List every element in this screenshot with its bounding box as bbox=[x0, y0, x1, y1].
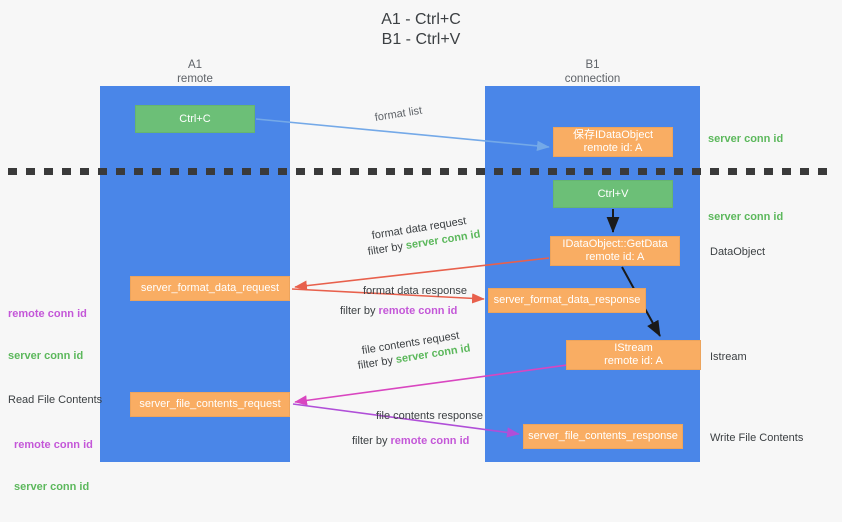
label-left-conn-ids-lower: remote conn id server conn id bbox=[14, 410, 93, 522]
label-format-list: format list bbox=[373, 104, 423, 124]
node-server-file-contents-request[interactable]: server_file_contents_request bbox=[130, 392, 290, 417]
label-dataobject: DataObject bbox=[710, 246, 766, 258]
label-istream: Istream bbox=[710, 351, 747, 363]
filter-by-text: filter by bbox=[352, 435, 391, 447]
node-server-format-data-request[interactable]: server_format_data_request bbox=[130, 276, 290, 301]
page-title: A1 - Ctrl+C B1 - Ctrl+V bbox=[381, 11, 461, 48]
node-istream[interactable]: IStream remote id: A bbox=[566, 340, 701, 370]
node-save-idataobject[interactable]: 保存IDataObject remote id: A bbox=[553, 127, 673, 157]
server-conn-id-text: server conn id bbox=[8, 350, 84, 362]
node-idataobject-getdata[interactable]: IDataObject::GetData remote id: A bbox=[550, 236, 680, 266]
remote-conn-id-text: remote conn id bbox=[390, 435, 470, 447]
label-left-conn-ids-upper: remote conn id server conn id bbox=[8, 279, 87, 391]
remote-conn-id-text: remote conn id bbox=[14, 439, 93, 451]
dashed-separator bbox=[8, 168, 834, 175]
diagram-canvas: A1 - Ctrl+C B1 - Ctrl+V A1 remote B1 con… bbox=[8, 11, 834, 493]
lane-header-a1: A1 remote bbox=[177, 59, 213, 85]
server-conn-id-text: server conn id bbox=[14, 481, 90, 493]
node-ctrl-c[interactable]: Ctrl+C bbox=[135, 105, 255, 133]
label-file-contents-response-filter: filter by remote conn id bbox=[352, 434, 469, 449]
node-server-format-data-response[interactable]: server_format_data_response bbox=[488, 288, 646, 313]
remote-conn-id-text: remote conn id bbox=[8, 308, 87, 320]
remote-conn-id-text: remote conn id bbox=[378, 305, 458, 317]
label-server-conn-id-second: server conn id bbox=[708, 211, 784, 223]
node-ctrl-v[interactable]: Ctrl+V bbox=[553, 180, 673, 208]
label-format-data-response-filter: filter by remote conn id bbox=[340, 304, 457, 319]
label-server-conn-id-top: server conn id bbox=[708, 133, 784, 145]
lane-header-b1: B1 connection bbox=[564, 59, 621, 85]
label-file-contents-response: file contents response bbox=[376, 410, 484, 422]
node-server-file-contents-response[interactable]: server_file_contents_response bbox=[523, 424, 683, 449]
filter-by-text: filter by bbox=[340, 305, 379, 317]
label-read-file-contents: Read File Contents bbox=[8, 394, 103, 406]
label-write-file-contents: Write File Contents bbox=[710, 432, 804, 444]
label-format-data-response: format data response bbox=[363, 285, 467, 297]
